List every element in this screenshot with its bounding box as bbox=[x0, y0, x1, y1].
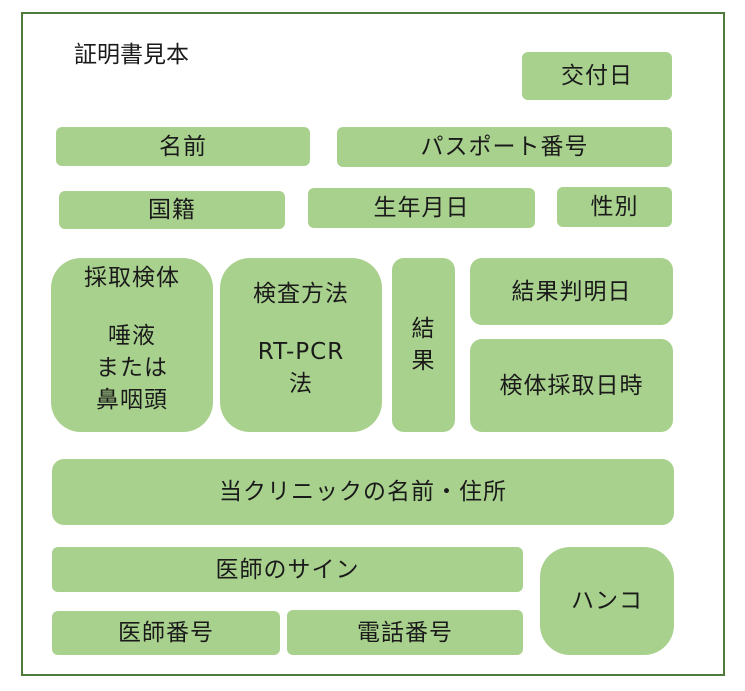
certificate-title: 証明書見本 bbox=[74, 42, 189, 68]
nationality-box: 国籍 bbox=[59, 191, 285, 229]
result-box: 結 果 bbox=[392, 258, 455, 432]
passport-number-box: パスポート番号 bbox=[337, 127, 672, 167]
doctor-signature-label: 医師のサイン bbox=[215, 556, 360, 583]
clinic-box: 当クリニックの名前・住所 bbox=[52, 459, 674, 525]
sex-box: 性別 bbox=[557, 187, 672, 227]
name-label: 名前 bbox=[159, 133, 207, 160]
test-method-line-1: RT-PCR bbox=[257, 339, 345, 365]
doctor-number-label: 医師番号 bbox=[118, 620, 214, 646]
clinic-label: 当クリニックの名前・住所 bbox=[219, 479, 507, 505]
doctor-signature-box: 医師のサイン bbox=[52, 547, 523, 592]
nationality-label: 国籍 bbox=[148, 197, 196, 223]
specimen-line-3: 鼻咽頭 bbox=[96, 387, 168, 413]
test-method-line-2: 法 bbox=[289, 371, 313, 397]
issue-date-box: 交付日 bbox=[522, 52, 672, 100]
specimen-line-2: または bbox=[96, 355, 168, 381]
sampling-datetime-label: 検体採取日時 bbox=[499, 372, 644, 399]
birth-date-label: 生年月日 bbox=[373, 195, 470, 221]
phone-number-label: 電話番号 bbox=[357, 619, 453, 646]
specimen-line-1: 唾液 bbox=[108, 323, 156, 349]
sampling-datetime-box: 検体採取日時 bbox=[470, 339, 673, 432]
doctor-number-box: 医師番号 bbox=[52, 611, 280, 655]
passport-number-label: パスポート番号 bbox=[420, 134, 589, 160]
specimen-box: 採取検体 唾液 または 鼻咽頭 bbox=[51, 258, 213, 432]
birth-date-box: 生年月日 bbox=[308, 188, 535, 228]
seal-label: ハンコ bbox=[571, 588, 643, 614]
specimen-label: 採取検体 bbox=[84, 265, 180, 291]
sex-label: 性別 bbox=[590, 194, 639, 220]
issue-date-label: 交付日 bbox=[561, 63, 633, 89]
result-date-label: 結果判明日 bbox=[511, 278, 632, 305]
name-box: 名前 bbox=[56, 127, 310, 166]
result-date-box: 結果判明日 bbox=[470, 258, 673, 325]
test-method-label: 検査方法 bbox=[253, 281, 349, 307]
phone-number-box: 電話番号 bbox=[287, 610, 523, 655]
result-char-1: 結 bbox=[411, 316, 436, 342]
result-char-2: 果 bbox=[411, 348, 436, 374]
test-method-box: 検査方法 RT-PCR 法 bbox=[220, 258, 382, 432]
seal-box: ハンコ bbox=[540, 547, 674, 655]
